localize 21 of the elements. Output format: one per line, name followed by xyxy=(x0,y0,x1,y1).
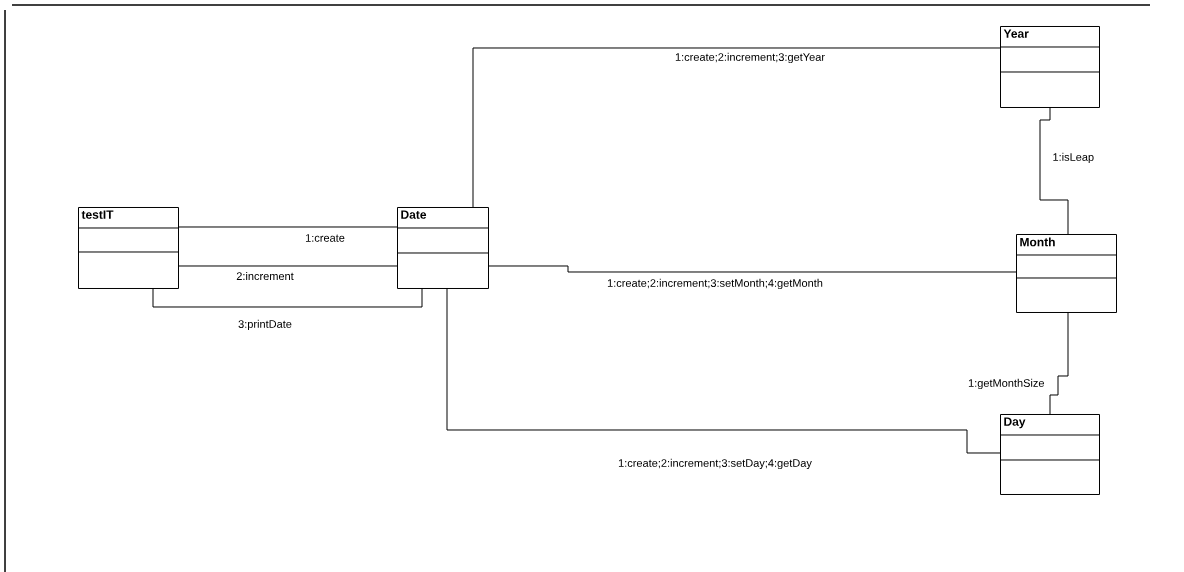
edge-label: 1:create;2:increment;3:setMonth;4:getMonth xyxy=(607,278,823,290)
edge-label: 3:printDate xyxy=(238,319,292,331)
connector-line xyxy=(152,287,423,308)
edge-label: 1:isLeap xyxy=(1053,152,1094,164)
connector-line xyxy=(1039,106,1069,235)
edge-label: 1:create;2:increment;3:setDay;4:getDay xyxy=(618,458,812,470)
edge-label: 1:create xyxy=(305,234,345,242)
connector-line xyxy=(177,265,398,267)
edge-label: 1:create;2:increment;3:getYear xyxy=(675,52,825,64)
connector-line xyxy=(487,265,1017,273)
connector-line xyxy=(1049,311,1069,415)
class-box: Year xyxy=(999,26,1100,108)
connector-line xyxy=(177,226,398,228)
connector-line xyxy=(472,47,1001,208)
connector-line xyxy=(446,287,1001,454)
class-box: Month xyxy=(1015,234,1117,313)
class-box: Date xyxy=(396,207,489,289)
class-box: Day xyxy=(999,414,1100,495)
edge-label: 1:getMonthSize xyxy=(968,378,1044,390)
class-box: testIT xyxy=(77,207,179,289)
edge-label: 2:increment xyxy=(236,271,294,281)
